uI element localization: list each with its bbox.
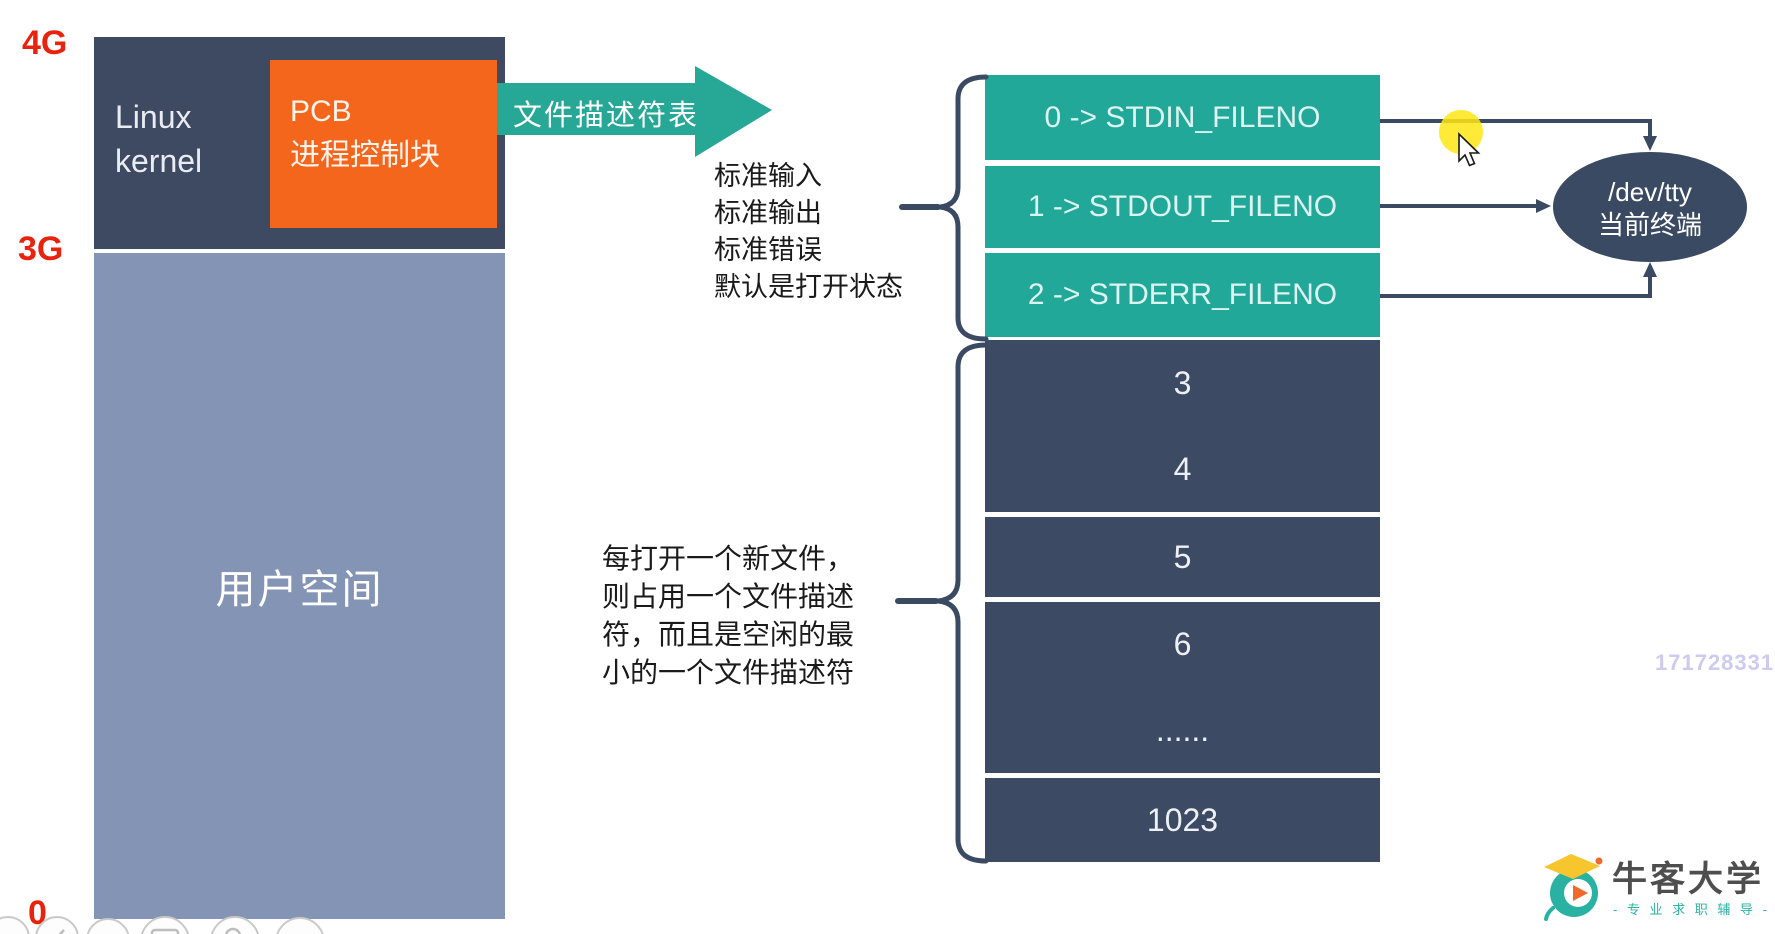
std-note-line: 标准输入 (714, 161, 822, 191)
pcb-box: PCB 进程控制块 (270, 60, 497, 228)
fd-row-label: 5 (1173, 538, 1192, 575)
memory-label-0: 0 (28, 894, 47, 932)
open-file-note: 每打开一个新文件， 则占用一个文件描述 符，而且是空闲的最 小的一个文件描述符 (602, 540, 854, 692)
pcb-label-line1: PCB (290, 95, 352, 128)
stderr-arrowhead-icon (1643, 262, 1657, 277)
fd-row-label: 0 -> STDIN_FILENO (1044, 100, 1321, 134)
stdin-arrowhead-icon (1643, 136, 1657, 151)
kernel-space-box: Linux kernel PCB 进程控制块 (94, 37, 505, 249)
watermark-id: 171728331 (1655, 650, 1775, 675)
fd-row-label: 6 (1173, 626, 1192, 663)
fd-row-stderr: 2 -> STDERR_FILENO (985, 253, 1380, 337)
kernel-label: Linux kernel (115, 99, 203, 179)
open-note-brace (937, 342, 989, 864)
cursor-highlight (1439, 110, 1483, 154)
fd-row-stdin: 0 -> STDIN_FILENO (985, 75, 1380, 160)
fd-row-label: 1023 (1146, 801, 1219, 838)
card-glyph-icon (150, 928, 180, 934)
open-note-line: 每打开一个新文件， (602, 543, 855, 574)
std-note-line: 默认是打开状态 (714, 272, 903, 302)
fd-table-arrow-label: 文件描述符表 (512, 100, 699, 132)
std-note-brace (939, 74, 989, 342)
fd-row-label: ...... (1155, 711, 1210, 748)
terminal-label-line2: 当前终端 (1597, 210, 1702, 240)
mouse-pointer-icon (1458, 132, 1481, 167)
fd-row-label: 4 (1173, 450, 1192, 487)
open-note-line: 则占用一个文件描述 (602, 581, 855, 612)
stdin-arrow (1380, 119, 1652, 137)
fd-row-3-4: 3 4 (985, 340, 1380, 512)
fd-row-label: 2 -> STDERR_FILENO (1027, 278, 1338, 311)
pcb-label: PCB 进程控制块 (290, 90, 440, 178)
pcb-label-line2: 进程控制块 (290, 139, 440, 172)
more-tool-icon[interactable] (276, 917, 324, 934)
terminal-label-line1: /dev/tty (1608, 177, 1692, 207)
user-space-label: 用户空间 (215, 568, 384, 612)
fd-row-5: 5 (985, 517, 1380, 597)
card-tool-icon[interactable] (141, 916, 189, 934)
pencil-glyph-icon (58, 929, 65, 934)
logo-brand-name: 牛客大学 (1612, 860, 1765, 899)
fd-row-1023: 1023 (985, 778, 1380, 862)
std-note-line: 标准输出 (714, 198, 822, 228)
memory-label-3g: 3G (18, 230, 64, 268)
std-streams-note: 标准输入 标准输出 标准错误 默认是打开状态 (714, 158, 903, 306)
fd-row-6-ellipsis: 6 ...... (985, 602, 1380, 773)
fd-row-stdout: 1 -> STDOUT_FILENO (985, 166, 1380, 248)
open-note-line: 小的一个文件描述符 (602, 657, 855, 688)
logo-tagline: - 专 业 求 职 辅 导 - (1613, 902, 1770, 917)
fd-row-label: 3 (1173, 364, 1192, 401)
open-note-line: 符，而且是空闲的最 (602, 619, 855, 650)
zoom-tool-icon[interactable] (211, 916, 259, 934)
fd-row-label: 1 -> STDOUT_FILENO (1027, 190, 1338, 223)
stderr-arrow (1380, 276, 1652, 298)
annotation-tool-icon[interactable] (0, 916, 30, 934)
zoom-glyph-icon (224, 927, 242, 934)
eraser-tool-icon[interactable] (86, 918, 130, 934)
niuke-logo-icon (1544, 854, 1603, 921)
std-note-line: 标准错误 (714, 235, 822, 265)
memory-label-4g: 4G (22, 24, 68, 62)
user-space-box: 用户空间 (94, 253, 505, 919)
stdout-arrowhead-icon (1536, 199, 1551, 213)
terminal-label: /dev/tty 当前终端 (1553, 176, 1747, 242)
